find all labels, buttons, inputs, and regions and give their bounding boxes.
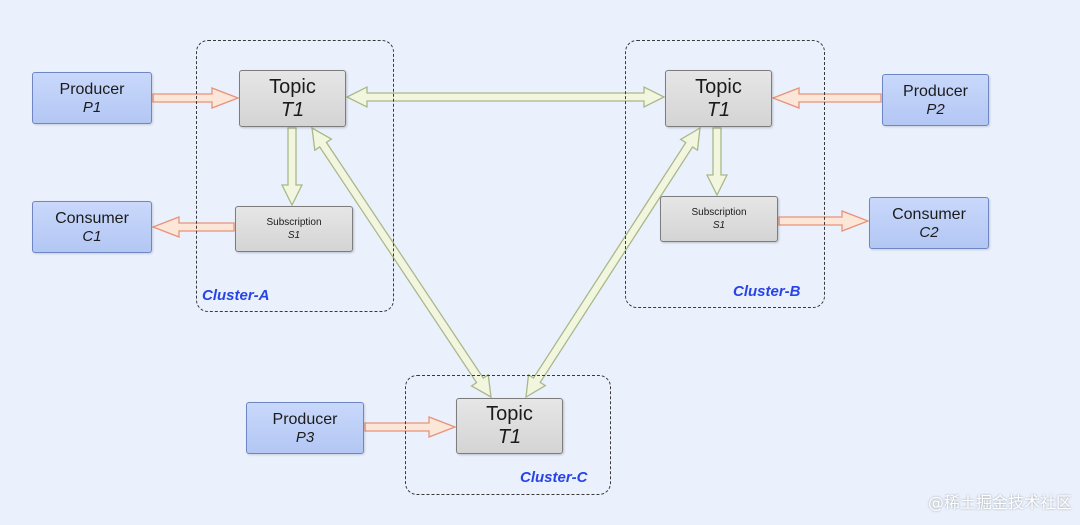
cluster-c-label: Cluster-C [520,469,588,486]
cluster-c [405,375,611,495]
arrow-replication-a-c [311,126,492,399]
arrow-topic-b-to-sub-b [705,127,729,197]
subscription-b-id: S1 [712,220,726,231]
producer-p1: Producer P1 [32,72,152,124]
producer-p3-title: Producer [272,410,338,428]
arrow-p1-to-topic-a [152,87,240,109]
cluster-b [625,40,825,308]
topic-b-title: Topic [695,75,742,98]
subscription-a-id: S1 [287,230,301,241]
arrow-p3-to-topic-c [364,416,457,438]
arrow-topic-a-to-sub-a [280,127,304,207]
producer-p1-id: P1 [82,98,102,116]
producer-p2: Producer P2 [882,74,989,126]
consumer-c1-title: Consumer [55,209,129,227]
producer-p3-id: P3 [295,428,315,446]
producer-p2-title: Producer [903,82,968,100]
arrow-replication-a-b [345,85,666,109]
consumer-c1-id: C1 [82,227,102,245]
producer-p3: Producer P3 [246,402,364,454]
subscription-cluster-a: Subscription S1 [235,206,353,252]
arrow-p2-to-topic-b [771,87,882,109]
topic-c-title: Topic [486,403,533,425]
arrow-replication-b-c [525,126,701,399]
cluster-a [196,40,394,312]
producer-p1-title: Producer [59,80,125,98]
consumer-c2: Consumer C2 [869,197,989,249]
topic-a-title: Topic [269,75,316,98]
topic-a-id: T1 [280,98,305,121]
producer-p2-id: P2 [926,100,945,118]
watermark: @稀土掘金技术社区 [927,493,1072,512]
cluster-a-label: Cluster-A [202,287,270,304]
subscription-cluster-b: Subscription S1 [660,196,778,242]
topic-b-id: T1 [706,98,731,121]
subscription-b-title: Subscription [691,207,747,218]
topic-cluster-b: Topic T1 [665,70,772,127]
consumer-c2-title: Consumer [892,205,966,223]
topic-cluster-c: Topic T1 [456,398,563,454]
arrow-sub-a-to-consumer-c1 [151,216,235,238]
cluster-b-label: Cluster-B [733,283,801,300]
topic-c-id: T1 [497,426,522,448]
topic-cluster-a: Topic T1 [239,70,346,127]
consumer-c1: Consumer C1 [32,201,152,253]
subscription-a-title: Subscription [266,217,322,228]
consumer-c2-id: C2 [919,223,939,241]
arrow-sub-b-to-consumer-c2 [778,210,870,232]
